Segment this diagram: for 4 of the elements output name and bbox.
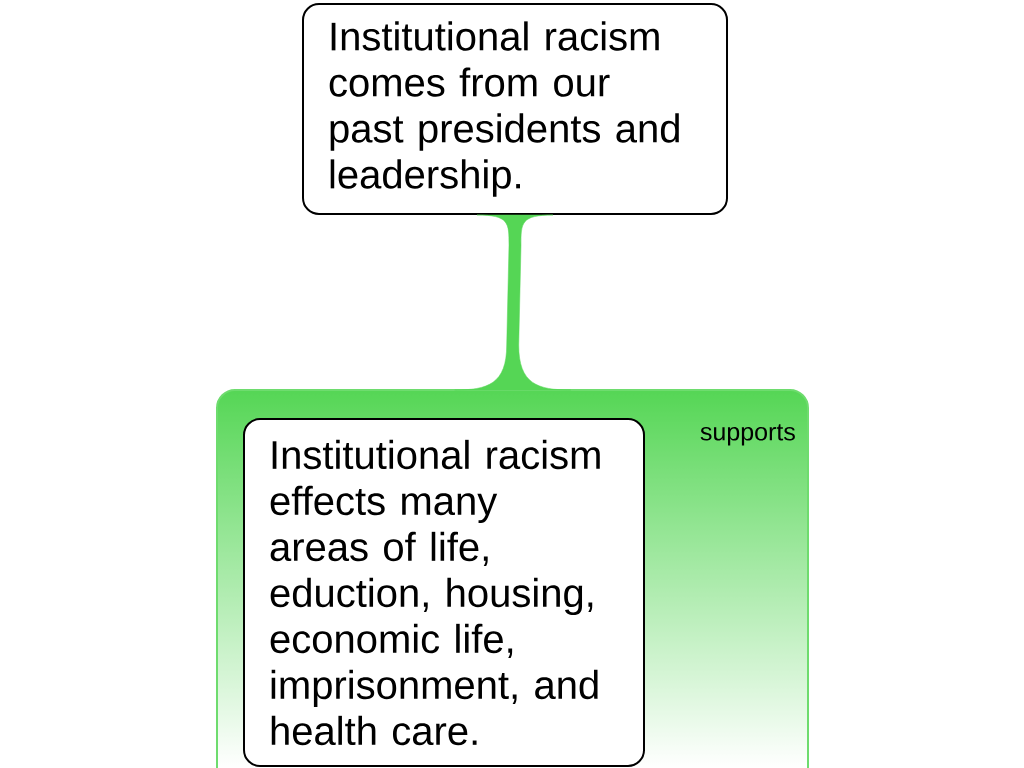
- connector: [454, 214, 571, 391]
- band-label: supports: [700, 424, 795, 446]
- claim-box: Institutional racism effects many areas of life, eduction, housing, economic life, imprisonment, and health care.: [243, 418, 645, 767]
- claim-box: Institutional racism comes from our past presidents and leadership.: [302, 3, 728, 215]
